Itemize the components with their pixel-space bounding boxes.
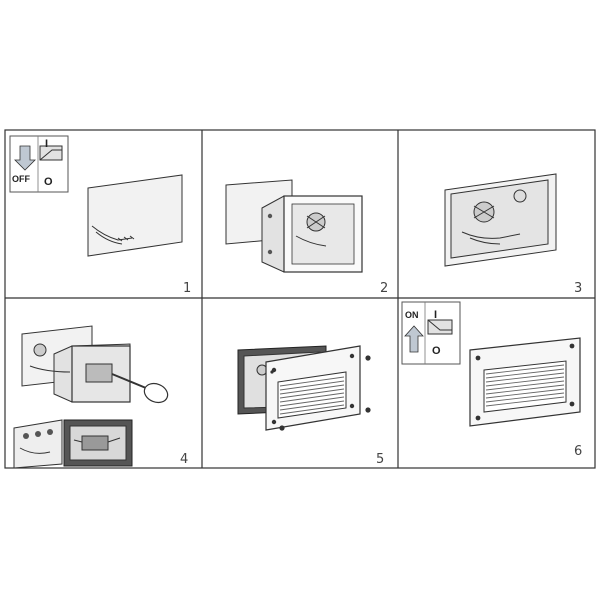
recessed-box (261, 195, 363, 273)
switch-label-off: OFF (12, 174, 30, 184)
switch-glyph-off: O (44, 176, 53, 188)
installed-box (444, 173, 557, 267)
panel-step-4: 4 (13, 325, 188, 469)
installed-luminaire (469, 337, 581, 427)
switch-glyph-off: O (432, 345, 441, 357)
switch-label-on: ON (405, 310, 419, 320)
panel-grid (4, 129, 596, 469)
wiring-detail (13, 419, 133, 469)
cover-plate (265, 345, 361, 431)
louver-grille (279, 376, 345, 415)
panel-step-5: 5 (237, 345, 384, 467)
louver-grille (485, 364, 565, 407)
step-number-4: 4 (180, 452, 188, 467)
step-number-2: 2 (380, 281, 388, 296)
screwdriver-icon (111, 373, 169, 404)
switch-on-inset: I O ON (401, 301, 461, 365)
step-number-1: 1 (183, 281, 191, 296)
step-number-6: 6 (574, 444, 582, 459)
panel-step-1: I O OFF 1 (9, 135, 191, 296)
panel-step-2: 2 (225, 179, 388, 296)
switch-off-inset: I O OFF (9, 135, 69, 193)
panel-step-6: I O ON 6 (401, 301, 582, 459)
step-number-5: 5 (376, 452, 384, 467)
panel-step-3: 3 (444, 173, 582, 296)
screw-icons (270, 355, 371, 431)
down-arrow-icon (14, 145, 36, 171)
switch-glyph-on: I (45, 138, 48, 150)
box-with-driver (21, 325, 131, 403)
step-number-3: 3 (574, 281, 582, 296)
up-arrow-icon (404, 325, 424, 353)
wall-opening (87, 174, 183, 257)
switch-glyph-on: I (434, 309, 437, 321)
